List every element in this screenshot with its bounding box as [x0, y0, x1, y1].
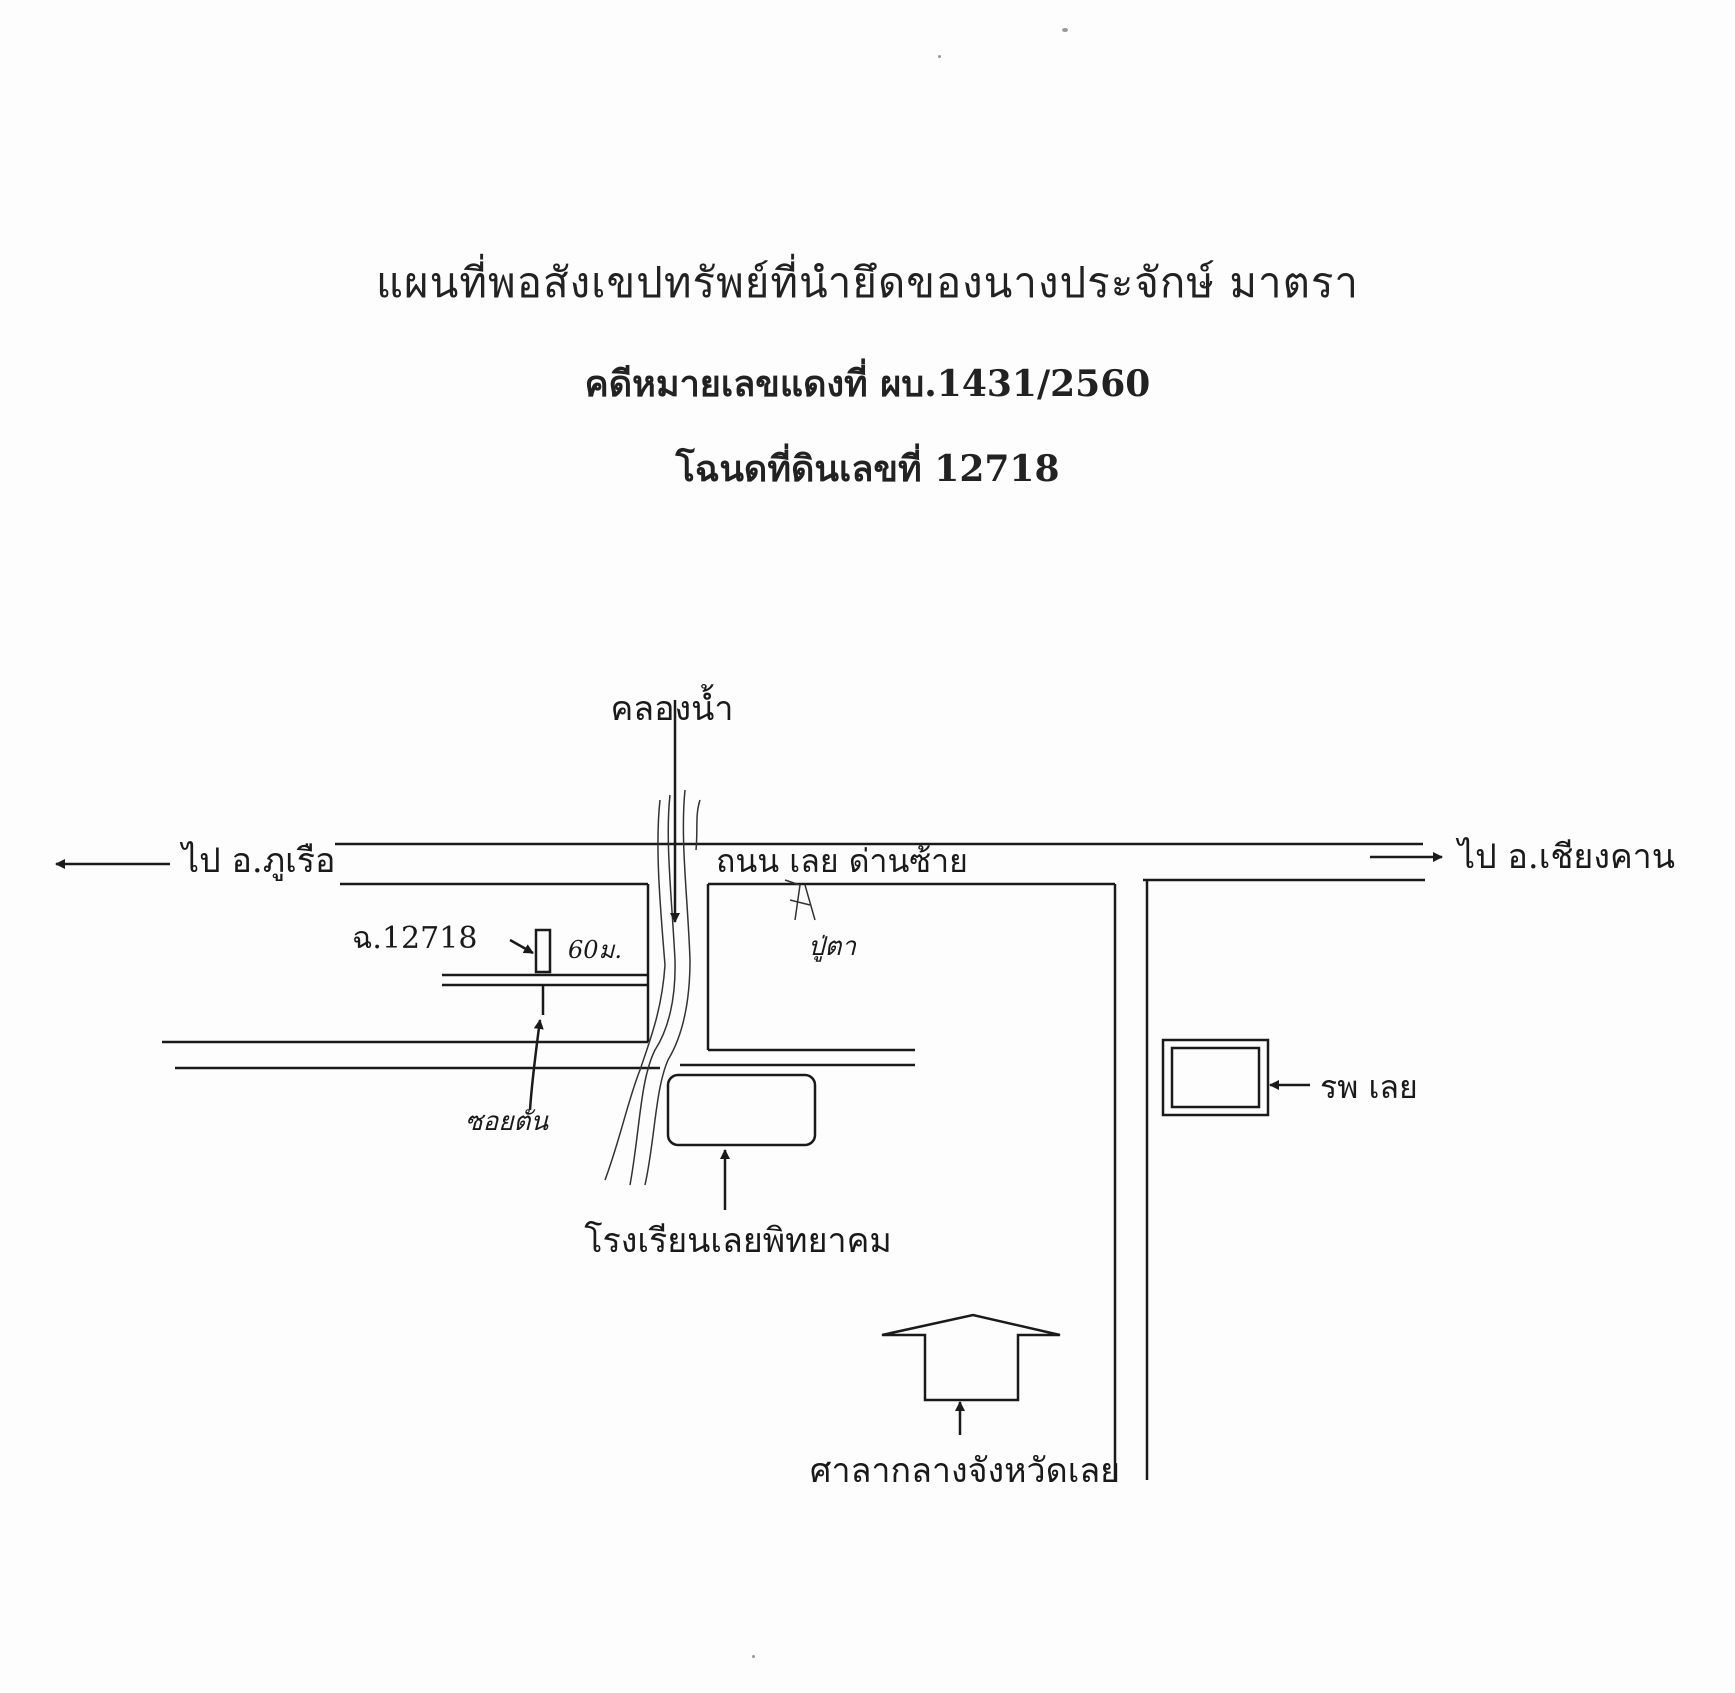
scan-speck [752, 1655, 755, 1658]
land-plot [534, 928, 552, 974]
canal-stroke [629, 794, 676, 1186]
canal-stroke [644, 789, 691, 1186]
soi-arrow [528, 1019, 544, 1111]
scan-speck [1062, 28, 1068, 32]
shrine-scribble [784, 879, 816, 921]
canal-label: คลองน้ำ [611, 684, 734, 729]
hospital-label: รพ เลย [1320, 1068, 1418, 1106]
to-right-label: ไป อ.เชียงคาน [1455, 837, 1675, 877]
court-label: ศาลากลางจังหวัดเลย [810, 1451, 1120, 1491]
school-label: โรงเรียนเลยพิทยาคม [584, 1221, 892, 1261]
canal-stroke [695, 799, 701, 851]
school-building [666, 1073, 817, 1147]
scan-speck [938, 55, 941, 58]
map-title: แผนที่พอสังเขปทรัพย์ที่นำยึดของนางประจัก… [375, 258, 1360, 307]
provincial-hall-shape [881, 1313, 1061, 1402]
case-number: คดีหมายเลขแดงที่ ผบ.1431/2560 [584, 363, 1151, 405]
canal-strokes [604, 789, 816, 1186]
deed-label: ฉ.12718 [352, 921, 477, 956]
deed-arrow [509, 938, 534, 955]
soi-label: ซอยตัน [465, 1107, 549, 1137]
shrine-label: ปู่ตา [808, 932, 857, 962]
distance-label: 60ม. [568, 936, 622, 964]
to-left-label: ไป อ.ภูเรือ [179, 841, 335, 881]
canal-stroke [604, 799, 666, 1181]
hospital-building [1161, 1038, 1270, 1117]
hospital-inner [1170, 1046, 1261, 1109]
main-road-label: ถนน เลย ด่านซ้าย [716, 842, 968, 880]
deed-number: โฉนดที่ดินเลขที่ 12718 [675, 448, 1060, 490]
